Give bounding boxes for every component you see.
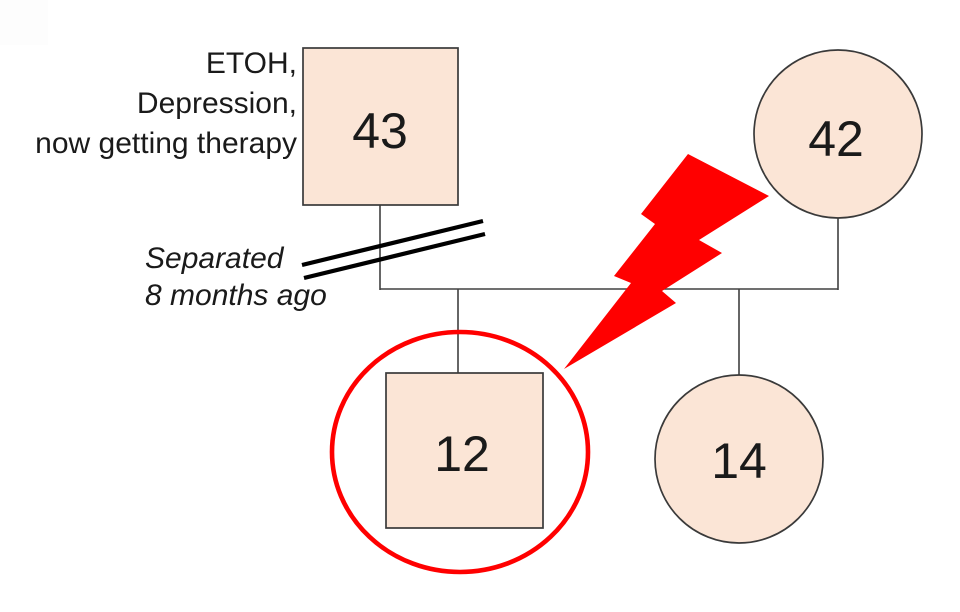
identified-patient-ring-icon [329, 329, 591, 575]
lightning-bolt-icon [564, 154, 769, 369]
separation-note-line: 8 months ago [145, 279, 327, 312]
separation-note: Separated 8 months ago [145, 240, 327, 314]
son-square [385, 372, 544, 529]
father-age-label: 43 [352, 103, 408, 159]
son-age-label: 12 [434, 426, 490, 482]
father-square [302, 47, 459, 206]
separation-slash-icon [303, 231, 486, 281]
mother-age-label: 42 [808, 111, 864, 167]
daughter-circle [654, 374, 824, 544]
father-note-line: now getting therapy [35, 127, 297, 160]
father-note-line: Depression, [136, 87, 297, 120]
father-note-line: ETOH, [205, 47, 297, 80]
mother-circle [753, 49, 923, 219]
daughter-age-label: 14 [711, 433, 767, 489]
corner-artifact [0, 0, 48, 45]
separation-slash-icon [301, 218, 484, 268]
father-note: ETOH, Depression, now getting therapy [35, 44, 297, 164]
separation-note-line: Separated [145, 242, 284, 275]
